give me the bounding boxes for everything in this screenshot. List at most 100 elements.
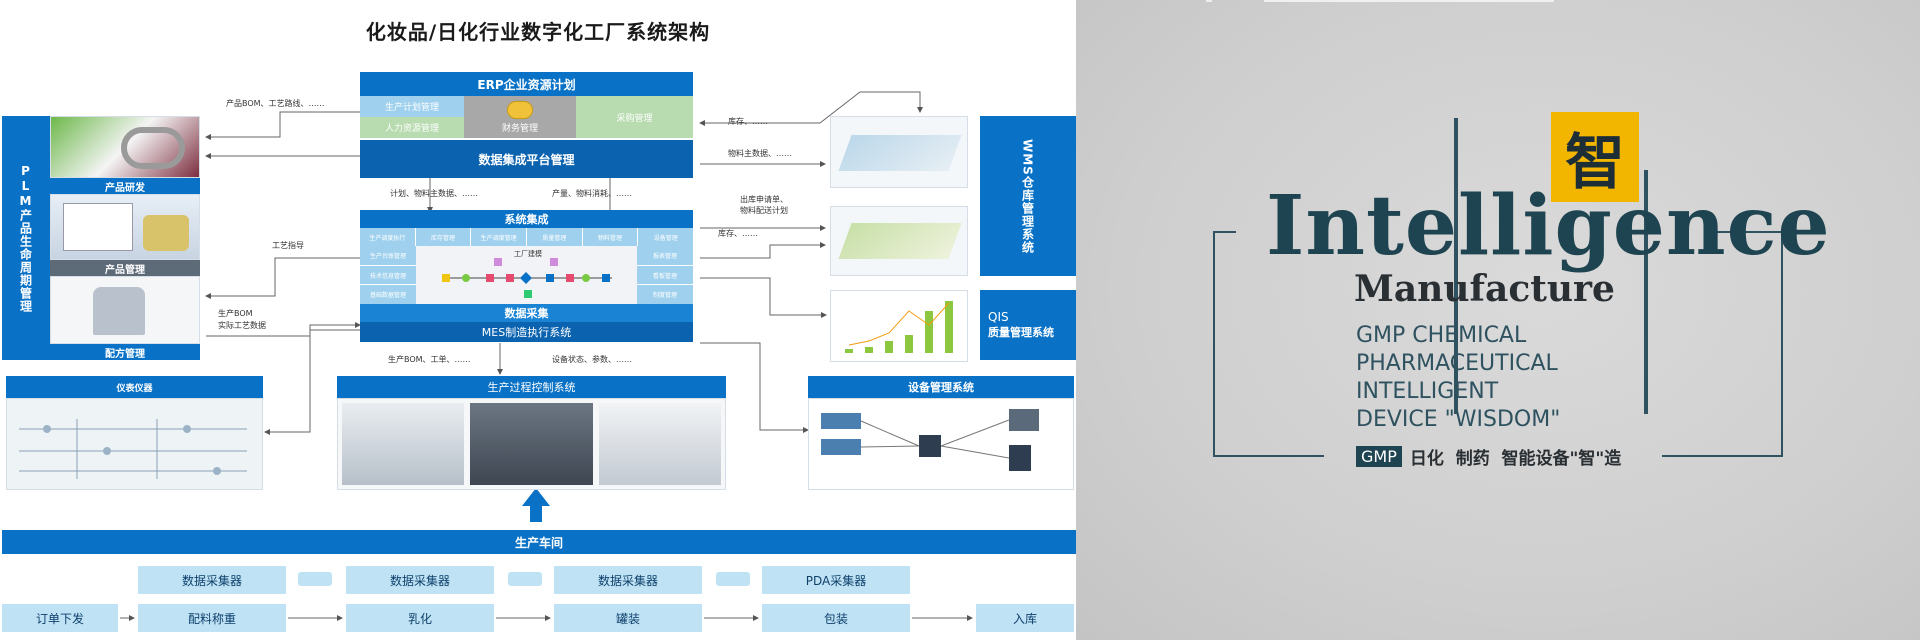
qis-block: QIS 质量管理系统 xyxy=(980,290,1076,360)
process-control-images xyxy=(337,398,726,490)
mes-top-modules: 生产调度执行 库存管理 生产调度管理 质量管理 物料管理 设备管理 xyxy=(360,228,694,246)
erp-cell-finance: 财务管理 xyxy=(464,96,576,138)
gmp-box: GMP xyxy=(1356,446,1402,467)
flow-step-storage: 入库 xyxy=(976,604,1074,632)
architecture-diagram: 化妆品/日化行业数字化工厂系统架构 xyxy=(2,20,1076,632)
arrow-mes-wms-2 xyxy=(700,242,826,259)
wms-title: WMS仓库管理系统 xyxy=(1020,138,1035,254)
collector-3: 数据采集器 xyxy=(554,566,702,594)
subhead: Manufacture xyxy=(1354,268,1615,310)
tagline-line: DEVICE "WISDOM" xyxy=(1356,407,1561,432)
mes-left-modules: 生产台账管理 技术信息管理 基础数据管理 xyxy=(360,246,416,305)
software-window-icon xyxy=(63,203,133,251)
mes-module: 设备管理 xyxy=(638,228,694,246)
warehouse-model-icon xyxy=(838,135,962,171)
mes-title: MES制造执行系统 xyxy=(360,322,693,342)
note-output-consume: 产量、物料消耗、…… xyxy=(552,189,632,198)
instrument-title: 仪表仪器 xyxy=(6,376,263,398)
process-control-title: 生产过程控制系统 xyxy=(337,376,726,398)
bottom-tag: GMP 日化 制药 智能设备"智"造 xyxy=(1356,444,1621,469)
collector-pda: PDA采集器 xyxy=(762,566,910,594)
flow-step-emulsify: 乳化 xyxy=(346,604,494,632)
quality-chart-icon xyxy=(845,301,953,353)
plm-item-rd: 产品研发 xyxy=(50,178,200,194)
tagline-line: GMP CHEMICAL xyxy=(1356,323,1527,348)
note-device-status: 设备状态、参数、…… xyxy=(552,355,632,364)
mes-module: 质量管理 xyxy=(527,228,583,246)
plm-title: PLM产品生命周期管理 xyxy=(18,163,33,313)
product-mgmt-image xyxy=(50,194,200,260)
erp-cell-plan: 生产计划管理 xyxy=(360,96,464,117)
mes-module: 库存管理 xyxy=(415,228,472,246)
flow-step-filling: 罐装 xyxy=(554,604,702,632)
equipment-title: 设备管理系统 xyxy=(808,376,1074,398)
headline: Intelligence xyxy=(1266,178,1831,274)
arrow-erp-plm-1 xyxy=(205,111,360,140)
instrument-image xyxy=(6,398,263,490)
pipeline-diagram-icon xyxy=(19,419,247,479)
mes-left-module: 生产台账管理 xyxy=(360,246,416,266)
note-delivery-plan: 物料配送计划 xyxy=(740,206,788,215)
collector-1: 数据采集器 xyxy=(138,566,286,594)
erp-cell-finance-label: 财务管理 xyxy=(501,123,538,134)
note-actual-process: 实际工艺数据 xyxy=(218,321,266,330)
workshop-bar: 生产车间 xyxy=(2,530,1076,554)
quality-chart-image xyxy=(830,290,968,362)
arrow-mes-instr xyxy=(264,329,360,435)
product-rd-image xyxy=(50,116,200,178)
diagram-title: 化妆品/日化行业数字化工厂系统架构 xyxy=(365,20,711,44)
mes-module: 物料管理 xyxy=(582,228,639,246)
tagline-line: INTELLIGENT xyxy=(1356,379,1499,404)
equipment-network-icon xyxy=(821,409,1039,471)
factory-model-label: 工厂建模 xyxy=(514,250,542,258)
plm-item-product: 产品管理 xyxy=(50,260,200,276)
warehouse-image-2 xyxy=(830,206,968,276)
zhi-badge-char: 智 xyxy=(1565,127,1625,198)
plm-item-formula: 配方管理 xyxy=(50,344,200,360)
factory-model-area: 工厂建模 xyxy=(416,246,637,304)
mes-module: 生产调度执行 xyxy=(360,228,416,246)
truck-icon xyxy=(508,572,542,586)
erp-title: ERP企业资源计划 xyxy=(360,72,693,96)
equipment-image xyxy=(808,398,1074,490)
upward-arrow-icon xyxy=(522,488,550,522)
note-material-master: 物料主数据、…… xyxy=(728,149,792,158)
bottom-tag-text: 日化 制药 智能设备"智"造 xyxy=(1409,449,1622,469)
flow-step-packaging: 包装 xyxy=(762,604,910,632)
flow-step-order: 订单下发 xyxy=(2,604,118,632)
connector-lines xyxy=(120,91,973,621)
arrow-mes-equip xyxy=(700,342,809,433)
note-bom-route: 产品BOM、工艺路线、…… xyxy=(226,99,325,108)
system-integration-title: 系统集成 xyxy=(360,210,693,228)
erp-cell-purchase: 采购管理 xyxy=(576,96,693,138)
plm-side-bar: PLM产品生命周期管理 xyxy=(2,116,50,360)
flow-step-weighing: 配料称重 xyxy=(138,604,286,632)
mes-left-module: 基础数据管理 xyxy=(360,285,416,305)
formula-image xyxy=(50,276,200,344)
mes-right-module: 看板管理 xyxy=(637,265,693,286)
qis-title: 质量管理系统 xyxy=(988,326,1054,339)
gear-machine-icon xyxy=(121,127,185,169)
note-plan-material: 计划、物料主数据、…… xyxy=(390,189,478,198)
tagline-line: PHARMACEUTICAL xyxy=(1356,351,1558,376)
control-cabinet-icon xyxy=(470,403,593,485)
brand-poster: 智 Intelligence Manufacture GMP CHEMICAL … xyxy=(1076,0,1920,640)
note-outbound: 出库申请单、 xyxy=(740,195,788,204)
arrow-mes-qis xyxy=(700,277,827,318)
zhi-badge: 智 xyxy=(1551,112,1639,202)
note-prod-bom: 生产BOM xyxy=(218,309,253,318)
vehicle-model-icon xyxy=(143,215,189,251)
mes-right-modules: 报表管理 看板管理 制度管理 xyxy=(637,246,693,305)
coins-icon xyxy=(507,100,533,119)
bracket-frame xyxy=(1213,118,1783,457)
mes-left-module: 技术信息管理 xyxy=(360,265,416,286)
arrow-wms-top xyxy=(860,91,923,113)
mes-right-module: 报表管理 xyxy=(637,246,693,266)
note-bom-order: 生产BOM、工单、…… xyxy=(388,355,471,364)
data-collection-title: 数据采集 xyxy=(360,304,693,322)
erp-cell-hr: 人力资源管理 xyxy=(360,117,464,138)
wms-block: WMS仓库管理系统 xyxy=(980,116,1076,276)
processing-line-icon xyxy=(598,403,721,485)
note-inventory-2: 库存、…… xyxy=(718,229,758,238)
mixer-machine-icon xyxy=(93,287,145,335)
